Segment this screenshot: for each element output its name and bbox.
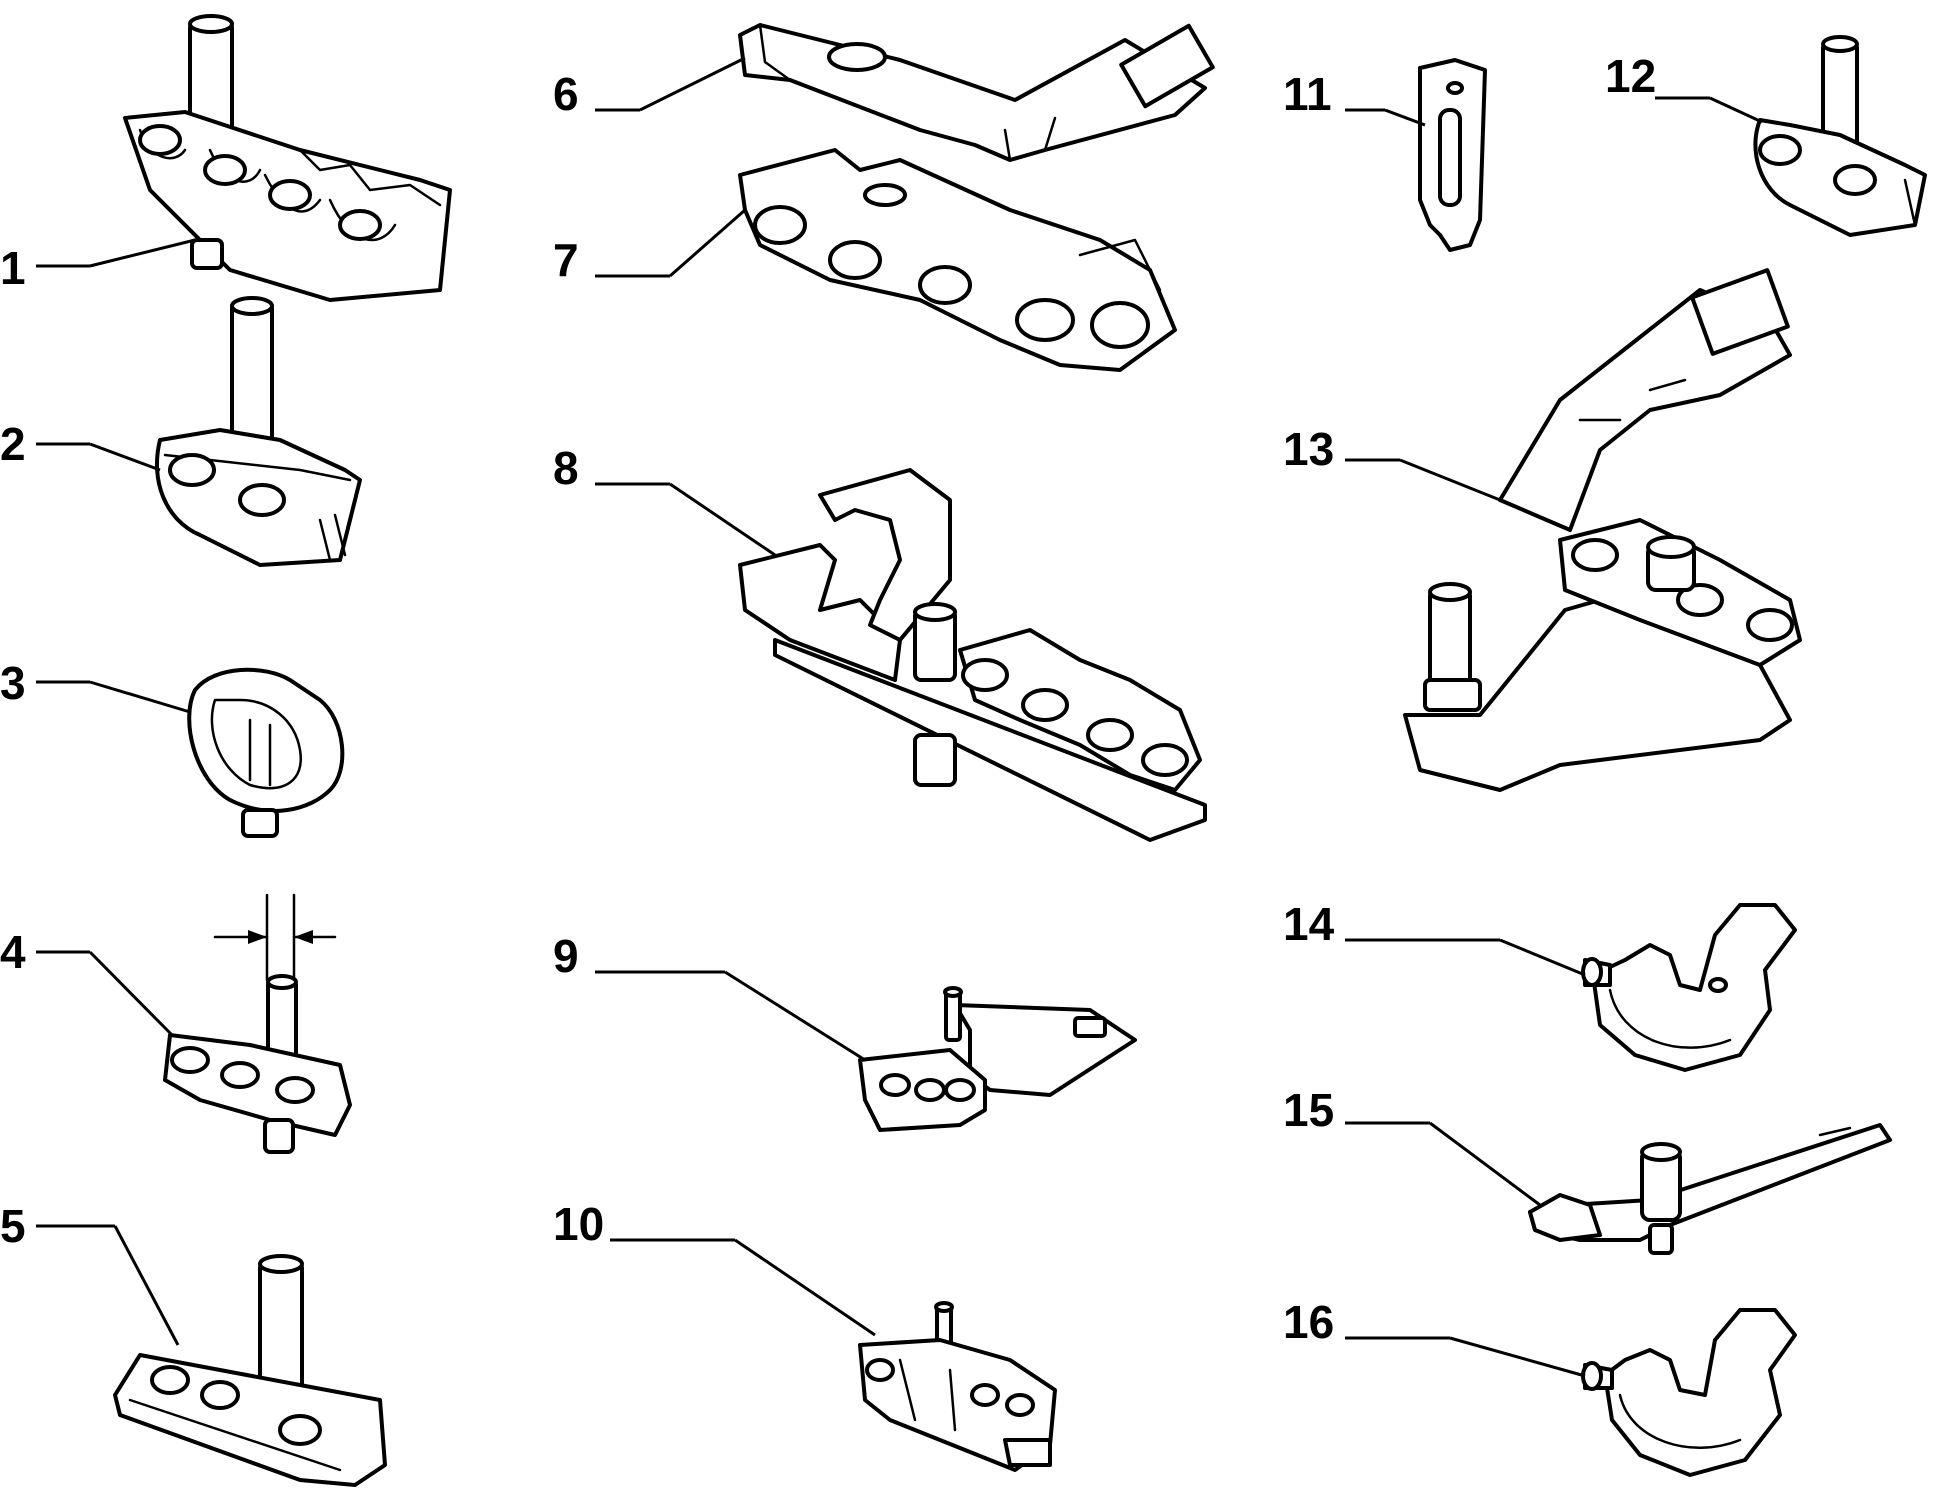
callout-8: 8 (553, 442, 579, 494)
part-14-open-clip (1581, 903, 1797, 1072)
leader-13-tail (1399, 458, 1501, 502)
callout-11: 11 (1283, 68, 1332, 120)
callout-15: 15 (1283, 1084, 1334, 1136)
part-12-double-clip (1753, 35, 1927, 237)
callout-13: 13 (1283, 423, 1334, 475)
leader-15-tail (1429, 1121, 1541, 1207)
leader-1-tail (89, 238, 196, 268)
callout-9: 9 (553, 930, 579, 982)
part-10-bracket-clips (858, 1301, 1057, 1472)
leader-9-tail (724, 970, 866, 1062)
leader-8-tail (669, 482, 776, 557)
part-11-slotted-tab (1418, 58, 1487, 252)
leader-2-tail (89, 442, 161, 472)
leader-5-tail (113, 1225, 180, 1346)
callout-3: 3 (0, 657, 26, 709)
part-16-open-clip (1581, 1308, 1797, 1477)
leader-12-tail (1709, 96, 1763, 124)
leader-10-tail (734, 1238, 876, 1337)
part-8-rail-clip (738, 468, 1207, 842)
part-15-cable-tie (1528, 1123, 1892, 1255)
leader-7-tail (669, 208, 746, 278)
callout-7: 7 (553, 234, 579, 286)
callout-6: 6 (553, 68, 579, 120)
part-7-multi-clip (738, 148, 1177, 372)
leader-11-tail (1384, 108, 1426, 127)
leader-14-tail (1499, 938, 1586, 977)
part-4-triple-clip (163, 893, 352, 1154)
callout-10: 10 (553, 1198, 604, 1250)
leader-3-tail (89, 680, 191, 714)
callout-4: 4 (0, 926, 26, 978)
leader-4-tail (88, 950, 174, 1037)
callout-1: 1 (0, 242, 26, 294)
part-3-loop-clip (187, 667, 345, 838)
callout-5: 5 (0, 1200, 26, 1252)
part-2-double-clip (155, 296, 362, 567)
part-13-bracket-assembly (1403, 268, 1802, 792)
part-1-multi-clip (123, 14, 452, 302)
leader-16-tail (1449, 1336, 1586, 1378)
leader-6-tail (639, 56, 746, 112)
part-6-bracket (738, 23, 1215, 162)
callout-12: 12 (1605, 50, 1656, 102)
part-9-clip-assembly (858, 986, 1137, 1132)
callout-2: 2 (0, 418, 26, 470)
callout-14: 14 (1283, 898, 1335, 950)
callout-16: 16 (1283, 1296, 1334, 1348)
part-5-plate-clip (113, 1254, 387, 1487)
